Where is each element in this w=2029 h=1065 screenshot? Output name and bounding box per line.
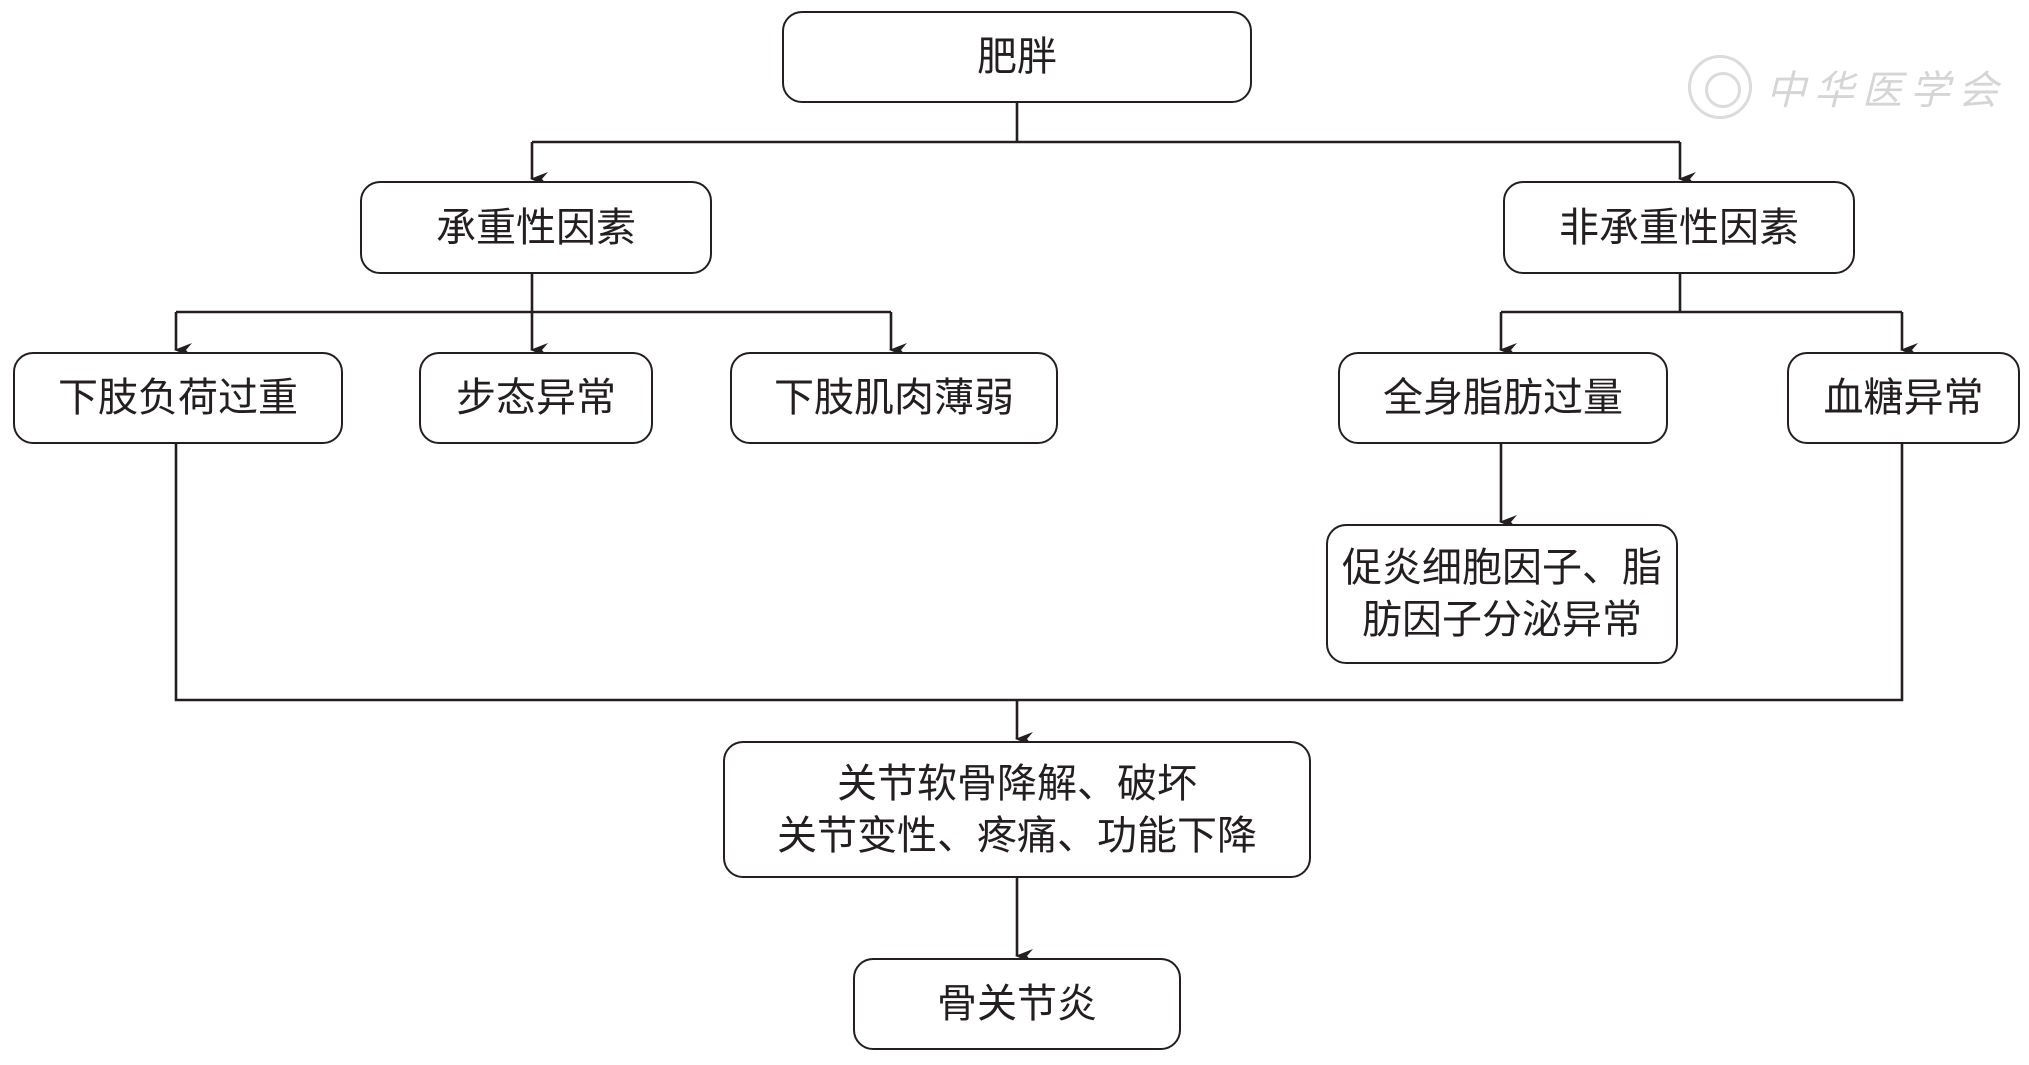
node-cytokine-line2: 肪因子分泌异常 xyxy=(1362,597,1642,643)
node-muscle-weakness-label: 下肢肌肉薄弱 xyxy=(774,375,1014,421)
node-gait-abnormality: 步态异常 xyxy=(419,352,653,444)
watermark-text: 中华医学会 xyxy=(1766,68,2006,114)
node-weight-bearing-label: 承重性因素 xyxy=(436,204,636,251)
edge-non-weight-bearing-split xyxy=(1501,274,1902,314)
node-lower-limb-muscle-weakness: 下肢肌肉薄弱 xyxy=(730,352,1058,444)
node-obesity: 肥胖 xyxy=(782,11,1252,103)
node-non-weight-bearing-label: 非承重性因素 xyxy=(1559,204,1799,251)
node-non-weight-bearing-factors: 非承重性因素 xyxy=(1503,181,1855,274)
node-body-fat-label: 全身脂肪过量 xyxy=(1383,375,1623,421)
node-blood-glucose-label: 血糖异常 xyxy=(1823,375,1984,421)
node-blood-glucose-abnormality: 血糖异常 xyxy=(1787,352,2020,444)
node-joint-damage-line1: 关节软骨降解、破坏 xyxy=(837,760,1197,807)
node-osteoarthritis-label: 骨关节炎 xyxy=(937,981,1097,1027)
node-weight-bearing-factors: 承重性因素 xyxy=(360,181,712,274)
edge-weight-bearing-split xyxy=(176,274,891,314)
node-gait-abnormality-label: 步态异常 xyxy=(456,375,616,421)
node-lower-limb-overload-label: 下肢负荷过重 xyxy=(58,375,298,421)
node-obesity-label: 肥胖 xyxy=(977,34,1057,80)
node-cytokine-line1: 促炎细胞因子、脂 xyxy=(1342,545,1662,591)
watermark: 中华医学会 xyxy=(1688,55,2006,119)
node-osteoarthritis: 骨关节炎 xyxy=(853,958,1181,1050)
node-joint-damage: 关节软骨降解、破坏 关节变性、疼痛、功能下降 xyxy=(723,741,1311,878)
edge-obesity-split xyxy=(532,103,1680,144)
node-joint-damage-line2: 关节变性、疼痛、功能下降 xyxy=(777,812,1257,859)
node-body-fat-excess: 全身脂肪过量 xyxy=(1338,352,1668,444)
node-lower-limb-overload: 下肢负荷过重 xyxy=(13,352,343,444)
edge-convergence-bus xyxy=(174,444,1904,702)
seal-logo-icon xyxy=(1688,55,1752,119)
node-cytokine-secretion: 促炎细胞因子、脂 肪因子分泌异常 xyxy=(1326,524,1678,664)
